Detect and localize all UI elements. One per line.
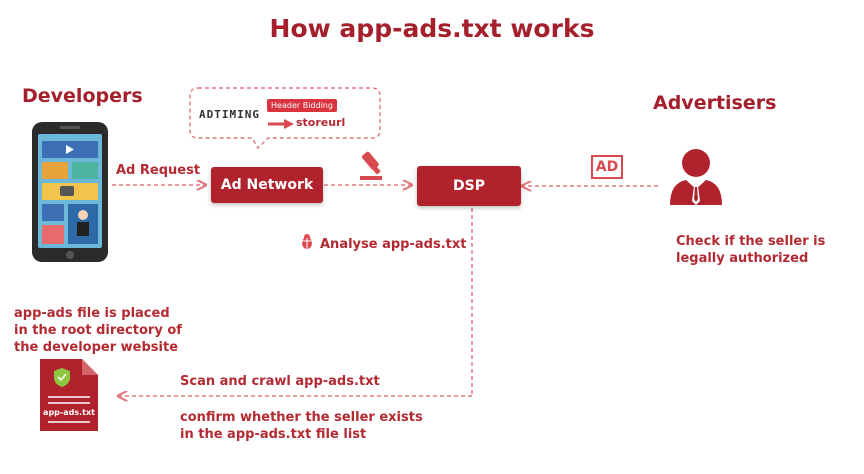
analyse-label: Analyse app-ads.txt bbox=[320, 237, 467, 252]
check-seller-text: Check if the seller is legally authorize… bbox=[676, 234, 826, 266]
ad-request-label: Ad Request bbox=[116, 163, 201, 178]
file-icon-label: app-ads.txt bbox=[43, 408, 95, 417]
gavel-icon bbox=[360, 151, 382, 180]
bug-icon bbox=[301, 234, 313, 249]
arrow-right-icon bbox=[268, 119, 294, 129]
confirm-text: confirm whether the seller exists in the… bbox=[180, 410, 423, 442]
phone-icon bbox=[32, 122, 108, 262]
header-bidding-badge: Header Bidding bbox=[267, 99, 337, 112]
dsp-box: DSP bbox=[417, 166, 521, 206]
developers-heading: Developers bbox=[22, 85, 143, 107]
adtiming-logo: ADTIMING bbox=[199, 108, 260, 121]
file-icon bbox=[40, 359, 98, 431]
file-placed-text: app-ads file is placed in the root direc… bbox=[14, 306, 182, 355]
advertisers-heading: Advertisers bbox=[653, 92, 777, 114]
ad-badge-icon: AD bbox=[591, 155, 623, 179]
scan-label: Scan and crawl app-ads.txt bbox=[180, 374, 380, 389]
ad-network-box: Ad Network bbox=[211, 167, 323, 203]
callout-frame bbox=[189, 87, 381, 150]
storeurl-label: storeurl bbox=[296, 116, 346, 129]
advertiser-person-icon bbox=[670, 149, 722, 205]
page-title: How app-ads.txt works bbox=[269, 14, 595, 43]
